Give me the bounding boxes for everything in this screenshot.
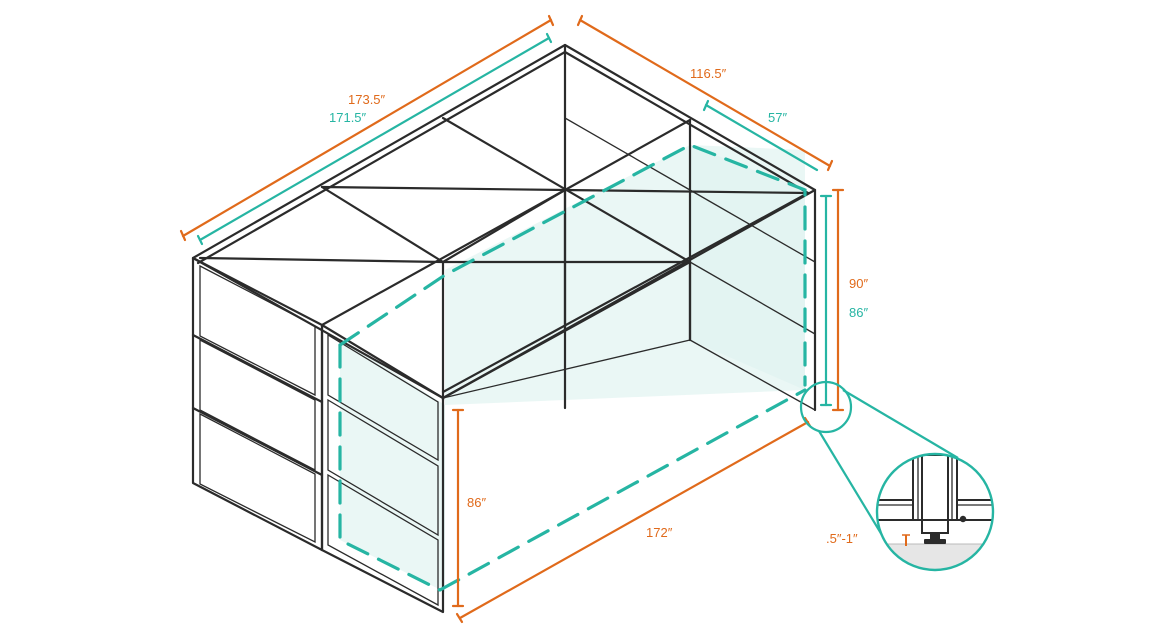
label-outer-height: 90″ <box>849 276 868 291</box>
label-outer-length: 173.5″ <box>348 92 386 107</box>
interior-glass <box>340 145 805 592</box>
dimension-lines <box>179 14 845 624</box>
label-outer-depth: 116.5″ <box>690 66 727 81</box>
front-left-wall <box>320 323 445 614</box>
magnified-leveler-foot-icon <box>799 380 995 572</box>
label-inner-length: 171.5″ <box>329 110 367 125</box>
back-rails <box>442 117 816 411</box>
label-bay-depth: 57″ <box>768 110 787 125</box>
label-inner-height-front: 86″ <box>467 495 486 510</box>
label-inner-height-right: 86″ <box>849 305 868 320</box>
left-end-wall <box>191 256 324 552</box>
interior-footprint-outline <box>338 143 807 592</box>
vertical-posts <box>441 43 817 412</box>
roof-frame <box>191 43 817 400</box>
label-leveler-gap: .5″-1″ <box>826 531 858 546</box>
dimension-labels: 173.5″ 171.5″ 116.5″ 57″ 90″ 86″ 86″ 172… <box>329 66 868 546</box>
label-floor-length: 172″ <box>646 525 673 540</box>
